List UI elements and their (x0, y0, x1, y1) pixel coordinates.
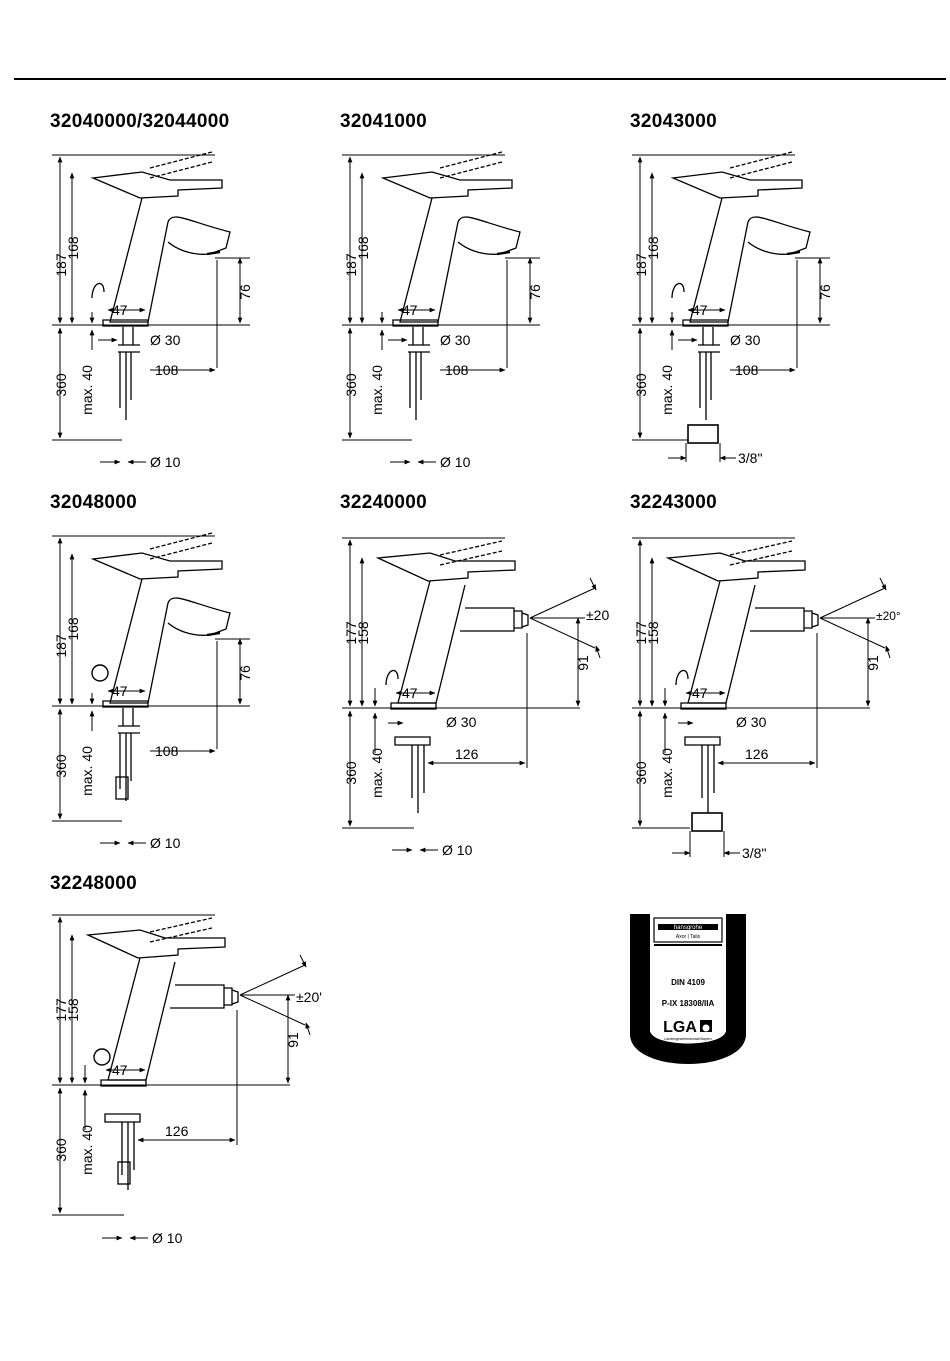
dim-pipe-10: Ø 10 (150, 454, 181, 470)
dim-angle-20-min: ±20' (296, 989, 322, 1005)
drawing-32048000: 187 168 76 47 108 360 max. 40 Ø 10 (52, 531, 253, 851)
dim-shank-360: 360 (53, 1138, 69, 1162)
dim-dia-30: Ø 30 (440, 332, 471, 348)
lga-fine-print: Landesgewerbeanstalt Bayern (664, 1037, 711, 1041)
dim-pipe-10: Ø 10 (150, 835, 181, 851)
dim-reach-108: 108 (735, 362, 759, 378)
dim-shank-360: 360 (53, 373, 69, 397)
dim-height-168: 168 (65, 236, 81, 260)
dim-base-47: 47 (112, 683, 128, 699)
dim-reach-108: 108 (155, 362, 179, 378)
dim-height-158: 158 (355, 621, 371, 645)
model-title-5: 32240000 (340, 492, 427, 513)
dim-thread-3-8: 3/8" (742, 845, 766, 861)
dim-spout-76: 76 (237, 665, 253, 681)
dim-max-40: max. 40 (79, 746, 95, 796)
dim-pipe-10: Ø 10 (152, 1230, 183, 1246)
dim-base-47: 47 (402, 302, 418, 318)
dim-spout-91: 91 (575, 655, 591, 671)
dim-shank-360: 360 (633, 373, 649, 397)
dim-height-177: 177 (633, 621, 649, 645)
dim-height-187: 187 (343, 253, 359, 277)
model-title-3: 32043000 (630, 111, 717, 132)
dim-height-187: 187 (53, 634, 69, 658)
dim-dia-30: Ø 30 (150, 332, 181, 348)
dim-height-187: 187 (633, 253, 649, 277)
dim-height-168: 168 (65, 617, 81, 641)
model-title-6: 32243000 (630, 492, 717, 513)
dim-height-168: 168 (645, 236, 661, 260)
dim-max-40: max. 40 (79, 365, 95, 415)
model-title-1: 32040000/32044000 (50, 111, 230, 132)
dim-shank-360: 360 (633, 761, 649, 785)
dim-shank-360: 360 (343, 373, 359, 397)
dim-max-40: max. 40 (659, 365, 675, 415)
dim-spout-76: 76 (237, 284, 253, 300)
cert-number: P-IX 18308/IIA (662, 999, 715, 1008)
drawing-32243000: 177 158 91 ±20° 47 Ø 30 126 360 max. 40 … (632, 537, 901, 861)
dim-dia-30: Ø 30 (730, 332, 761, 348)
drawing-32043000: 187 168 76 47 Ø 30 108 360 max. 40 3/8" (632, 150, 833, 466)
lga-logo: LGA (663, 1019, 697, 1036)
dim-max-40: max. 40 (79, 1125, 95, 1175)
dim-reach-126: 126 (745, 746, 769, 762)
dim-dia-30: Ø 30 (446, 714, 477, 730)
model-title-2: 32041000 (340, 111, 427, 132)
drawing-32041000: 187 168 76 47 Ø 30 108 360 max. 40 Ø 10 (342, 150, 543, 470)
dim-reach-108: 108 (155, 743, 179, 759)
dim-max-40: max. 40 (369, 365, 385, 415)
dim-pipe-10: Ø 10 (442, 842, 473, 858)
dim-dia-30: Ø 30 (736, 714, 767, 730)
dim-angle-20-deg: ±20° (876, 609, 901, 623)
dim-shank-360: 360 (343, 761, 359, 785)
dim-spout-76: 76 (817, 284, 833, 300)
dim-height-158: 158 (65, 998, 81, 1022)
dim-height-168: 168 (355, 236, 371, 260)
dim-shank-360: 360 (53, 754, 69, 778)
dim-max-40: max. 40 (369, 748, 385, 798)
brand-sub: Axor | Talis (676, 934, 701, 940)
dim-height-187: 187 (53, 253, 69, 277)
drawing-32040000: 187 168 76 47 Ø 30 108 360 max. 40 Ø 10 (52, 150, 253, 470)
brand-name: hansgrohe (674, 925, 703, 931)
din-label: DIN 4109 (671, 978, 705, 987)
dim-reach-126: 126 (165, 1123, 189, 1139)
dim-max-40: max. 40 (659, 748, 675, 798)
dim-reach-126: 126 (455, 746, 479, 762)
dim-pipe-10: Ø 10 (440, 454, 471, 470)
dim-reach-108: 108 (445, 362, 469, 378)
dim-height-158: 158 (645, 621, 661, 645)
dim-base-47: 47 (402, 685, 418, 701)
dim-height-177: 177 (53, 998, 69, 1022)
drawing-32240000: 177 158 91 ±20 47 Ø 30 126 360 max. 40 Ø… (342, 537, 609, 858)
dim-base-47: 47 (692, 685, 708, 701)
top-rule (14, 78, 946, 80)
drawing-32248000: 177 158 91 ±20' 47 126 360 max. 40 Ø 10 (52, 914, 322, 1246)
dim-height-177: 177 (343, 621, 359, 645)
dim-base-47: 47 (692, 302, 708, 318)
dim-base-47: 47 (112, 1062, 128, 1078)
dim-spout-91: 91 (865, 655, 881, 671)
dim-thread-3-8: 3/8" (738, 450, 762, 466)
dim-spout-91: 91 (285, 1032, 301, 1048)
dim-base-47: 47 (112, 302, 128, 318)
certification-badge: hansgrohe Axor | Talis DIN 4109 P-IX 183… (630, 914, 746, 1064)
dim-angle-20: ±20 (586, 607, 609, 623)
model-title-4: 32048000 (50, 492, 137, 513)
model-title-7: 32248000 (50, 873, 137, 894)
dim-spout-76: 76 (527, 284, 543, 300)
